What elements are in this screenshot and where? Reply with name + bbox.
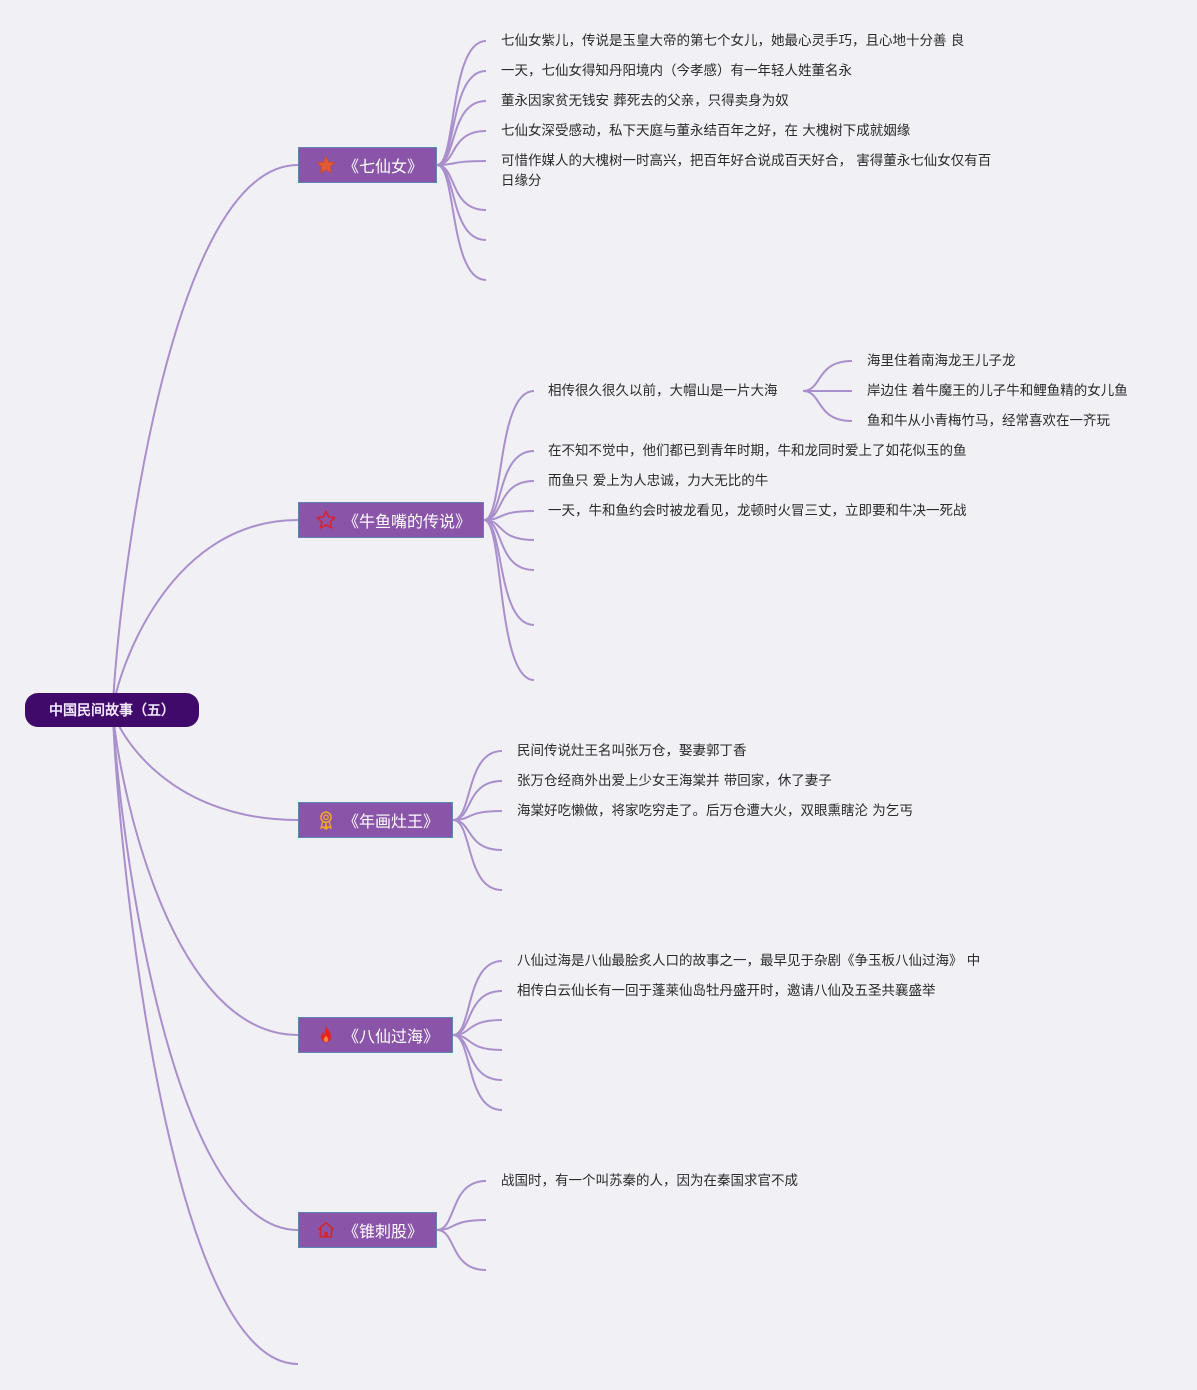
- leaf-qixiannv-1: 七仙女紫儿，传说是玉皇大帝的第七个女儿，她最心灵手巧，且心地十分善 良: [501, 33, 965, 49]
- branch-1-5: [436, 160, 487, 166]
- award-ribbon-icon: [315, 809, 337, 831]
- branch-1-7: [436, 164, 487, 241]
- root-branch-1: [112, 164, 299, 711]
- subleaf-niuyuzui-3: 鱼和牛从小青梅竹马，经常喜欢在一齐玩: [867, 413, 1110, 429]
- leaf-qixiannv-4: 七仙女深受感动，私下天庭与董永结百年之好，在 大槐树下成就姻缘: [501, 123, 911, 139]
- topic-label: 《牛鱼嘴的传说》: [343, 512, 472, 531]
- leaf-zhuicigu-1: 战国时，有一个叫苏秦的人，因为在秦国求官不成: [501, 1173, 798, 1189]
- root-branch-5: [112, 709, 299, 1231]
- leaf-zaowang-3: 海棠好吃懒做，将家吃穷走了。后万仓遭大火，双眼熏瞎沦 为乞丐: [517, 803, 913, 819]
- root-node[interactable]: 中国民间故事（五）: [25, 693, 199, 727]
- branch-2-2: [483, 450, 535, 521]
- branch-1-2: [436, 70, 487, 166]
- branch-4-5: [452, 1034, 503, 1081]
- branch-2-1: [483, 390, 535, 521]
- fire-icon: [315, 1024, 337, 1046]
- root-branch-2: [112, 519, 299, 711]
- topic-label: 《八仙过海》: [343, 1027, 440, 1046]
- house-icon: [315, 1219, 337, 1241]
- leaf-zaowang-2: 张万仓经商外出爱上少女王海棠并 带回家，休了妻子: [517, 773, 832, 789]
- leaf-qixiannv-2: 一天，七仙女得知丹阳境内（今孝感）有一年轻人姓董名永: [501, 63, 852, 79]
- topic-label: 《年画灶王》: [343, 812, 440, 831]
- branch-5-3: [436, 1229, 487, 1271]
- leaf-niuyuzui-1: 相传很久很久以前，大帽山是一片大海: [548, 383, 778, 399]
- star-filled-icon: [315, 154, 337, 176]
- leaf-niuyuzui-4: 一天，牛和鱼约会时被龙看见，龙顿时火冒三丈，立即要和牛决一死战: [548, 503, 967, 519]
- topic-label: 《七仙女》: [343, 157, 424, 176]
- leaf-niuyuzui-2: 在不知不觉中，他们都已到青年时期，牛和龙同时爱上了如花似玉的鱼: [548, 443, 967, 459]
- root-label: 中国民间故事（五）: [49, 703, 175, 719]
- topic-label: 《锥刺股》: [343, 1222, 424, 1241]
- leaf-baxian-2: 相传白云仙长有一回于蓬莱仙岛牡丹盛开时，邀请八仙及五圣共襄盛举: [517, 983, 936, 999]
- branch-3-5: [452, 819, 503, 891]
- star-outline-icon: [315, 509, 337, 531]
- leaf-niuyuzui-3: 而鱼只 爱上为人忠诚，力大无比的牛: [548, 473, 769, 489]
- sub-branch-3: [802, 390, 853, 422]
- branch-4-2: [452, 990, 503, 1036]
- subleaf-niuyuzui-2: 岸边住 着牛魔王的儿子牛和鲤鱼精的女儿鱼: [867, 383, 1128, 399]
- branch-4-6: [452, 1034, 503, 1111]
- topic-niuyuzui[interactable]: 《牛鱼嘴的传说》: [298, 502, 484, 538]
- leaf-baxian-1: 八仙过海是八仙最脍炙人口的故事之一，最早见于杂剧《争玉板八仙过海》 中: [517, 953, 981, 969]
- leaf-qixiannv-5: 可惜作媒人的大槐树一时高兴，把百年好合说成百天好合， 害得董永七仙女仅有百日缘分: [501, 153, 992, 189]
- leaf-zaowang-1: 民间传说灶王名叫张万仓，娶妻郭丁香: [517, 743, 747, 759]
- branch-2-6: [483, 519, 535, 571]
- topic-qixiannv[interactable]: 《七仙女》: [298, 147, 437, 183]
- branch-1-8: [436, 164, 487, 281]
- subleaf-niuyuzui-1: 海里住着南海龙王儿子龙: [867, 353, 1016, 369]
- branch-2-8: [483, 519, 535, 681]
- root-branch-4: [112, 709, 299, 1036]
- sub-branch-1: [802, 360, 853, 392]
- topic-nianhua-zaowang[interactable]: 《年画灶王》: [298, 802, 453, 838]
- topic-zhuicigu[interactable]: 《锥刺股》: [298, 1212, 437, 1248]
- branch-5-1: [436, 1180, 487, 1231]
- root-branch-6: [112, 709, 299, 1365]
- branch-1-3: [436, 100, 487, 166]
- branch-4-1: [452, 960, 503, 1036]
- leaf-qixiannv-3: 董永因家贫无钱安 葬死去的父亲，只得卖身为奴: [501, 93, 789, 109]
- branch-5-2: [436, 1219, 487, 1231]
- topic-baxian-guohai[interactable]: 《八仙过海》: [298, 1017, 453, 1053]
- branch-3-1: [452, 750, 503, 821]
